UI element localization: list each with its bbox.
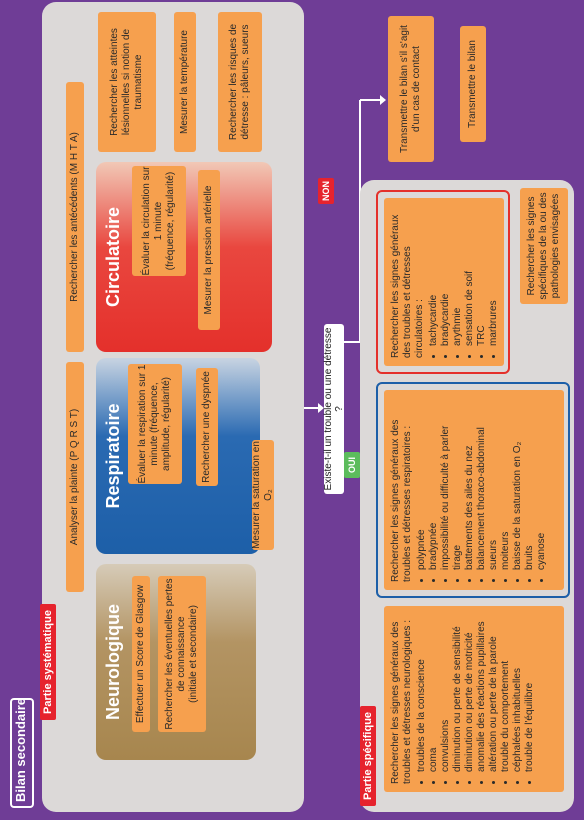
list-item: bradycardie (440, 206, 452, 346)
list-item: céphalées inhabituelles (512, 614, 524, 772)
spec-circu-head: Rechercher les signes généraux des troub… (390, 214, 425, 358)
list-item: troubles de la conscience (416, 614, 428, 772)
list-item: trouble de l'équilibre (524, 614, 536, 772)
list-item: bradypnée (428, 398, 440, 570)
oui-tag: OUI (344, 452, 360, 478)
list-item: cyanose (536, 398, 548, 570)
list-item: arythmie (452, 206, 464, 346)
list-item: bruits (524, 398, 536, 570)
spec-patho-box: Rechercher les signes spécifiques de la … (520, 188, 568, 304)
list-item: marbrures (488, 206, 500, 346)
list-item: TRC (476, 206, 488, 346)
non-tag: NON (318, 178, 334, 204)
list-item: convulsions (440, 614, 452, 772)
list-item: balancement thoraco-abdominal (476, 398, 488, 570)
spec-neuro-list: troubles de la conscience coma convulsio… (416, 614, 536, 784)
transmettre-contact-box: Transmettre le bilan s'il s'agit d'un ca… (388, 16, 434, 162)
list-item: altération ou perte de la parole (488, 614, 500, 772)
list-item: polypnée (416, 398, 428, 570)
transmettre-box: Transmettre le bilan (460, 26, 486, 142)
list-item: impossibilité ou difficulté à parler (440, 398, 452, 570)
list-item: moiteurs (500, 398, 512, 570)
list-item: tachycardie (428, 206, 440, 346)
question-box: Existe-t-il un trouble ou une détresse ? (323, 324, 345, 494)
list-item: baisse de la saturation en O₂ (512, 398, 524, 570)
spec-respi-head: Rechercher les signes généraux des troub… (390, 419, 413, 582)
spec-respi-box: Rechercher les signes généraux des troub… (384, 390, 564, 590)
partie-specifique-tag: Partie spécifique (360, 705, 376, 806)
spec-circu-box: Rechercher les signes généraux des troub… (384, 198, 504, 366)
spec-neuro-head: Rechercher les signes généraux des troub… (390, 620, 413, 784)
list-item: tirage (452, 398, 464, 570)
spec-neuro-box: Rechercher les signes généraux des troub… (384, 606, 564, 792)
list-item: diminution ou perte de sensibilité (452, 614, 464, 772)
list-item: battements des ailes du nez (464, 398, 476, 570)
list-item: diminution ou perte de motricité (464, 614, 476, 772)
spec-respi-list: polypnée bradypnée impossibilité ou diff… (416, 398, 548, 582)
list-item: anomalie des réactions pupillaires (476, 614, 488, 772)
list-item: trouble du comportement (500, 614, 512, 772)
list-item: coma (428, 614, 440, 772)
list-item: sensation de soif (464, 206, 476, 346)
list-item: sueurs (488, 398, 500, 570)
spec-circu-list: tachycardie bradycardie arythmie sensati… (428, 206, 500, 358)
